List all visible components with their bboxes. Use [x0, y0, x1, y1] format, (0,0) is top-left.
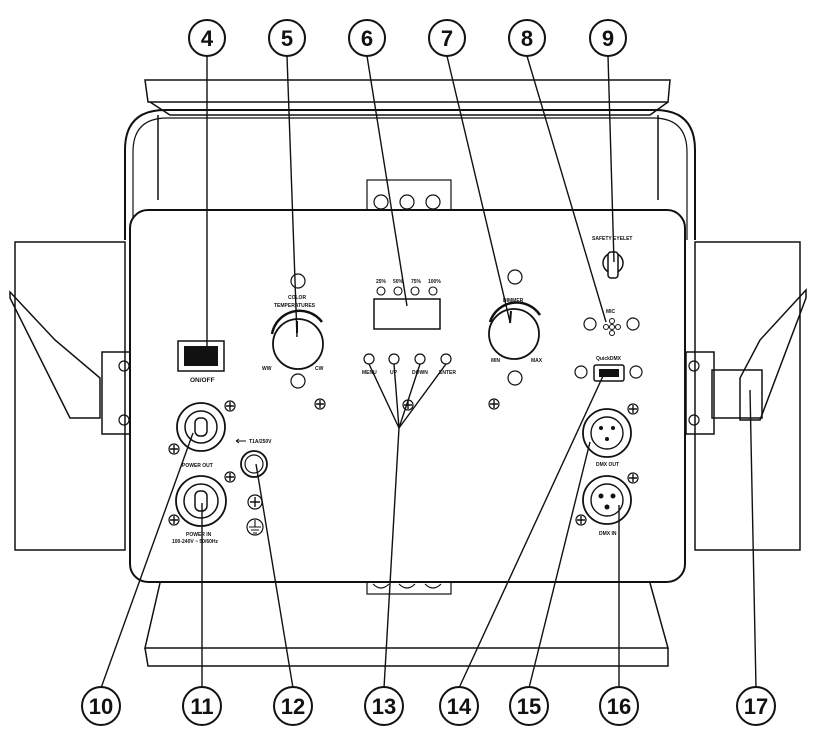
svg-text:12: 12 [281, 694, 305, 719]
onoff-label: ON/OFF [190, 377, 215, 384]
callout-6: 6 [348, 19, 386, 57]
led-50-label: 50% [393, 279, 404, 285]
ground-screw-icon [224, 471, 236, 483]
svg-text:13: 13 [372, 694, 396, 719]
led-25-label: 25% [376, 279, 387, 285]
screw-icon [626, 317, 640, 331]
display-screen [373, 298, 441, 330]
callout-7: 7 [428, 19, 466, 57]
ground-screw-icon [168, 443, 180, 455]
svg-text:7: 7 [441, 26, 453, 51]
safety-eyelet[interactable] [602, 251, 624, 279]
power-out-label: POWER OUT [182, 463, 213, 469]
power-in-connector[interactable] [175, 475, 227, 527]
screw-icon [507, 370, 523, 386]
svg-text:4: 4 [201, 26, 214, 51]
led-indicator [376, 286, 386, 296]
cw-label: CW [315, 366, 324, 372]
down-label: DOWN [412, 370, 428, 376]
callout-8: 8 [508, 19, 546, 57]
ground-screw-icon [627, 403, 639, 415]
screw-icon [290, 373, 306, 389]
top-clamp [366, 179, 452, 211]
power-in-label: POWER IN [186, 532, 212, 538]
ground-screw-icon [247, 494, 263, 510]
earth-ground-icon [246, 518, 264, 536]
max-label: MAX [531, 358, 543, 364]
dimmer-knob[interactable] [488, 301, 542, 360]
ww-label: WW [262, 366, 272, 372]
up-label: UP [390, 370, 398, 376]
dimmer-label: DIMMER [503, 298, 524, 304]
callout-14: 14 [439, 686, 479, 726]
callout-16: 16 [599, 686, 639, 726]
screw-icon [290, 273, 306, 289]
screw-icon [574, 365, 588, 379]
ground-screw-icon [627, 472, 639, 484]
dmx-in-connector[interactable] [582, 475, 632, 525]
color-temp-label-1: COLOR [288, 295, 306, 301]
safety-eyelet-label: SAFETY EYELET [592, 236, 632, 242]
dmx-out-label: DMX OUT [596, 462, 619, 468]
callout-4: 4 [188, 19, 226, 57]
screw-icon [583, 317, 597, 331]
callout-13: 13 [364, 686, 404, 726]
svg-text:8: 8 [521, 26, 533, 51]
left-barn-door [9, 241, 131, 551]
svg-text:14: 14 [447, 694, 472, 719]
ground-screw-icon [168, 514, 180, 526]
svg-text:17: 17 [744, 694, 768, 719]
callout-12: 12 [273, 686, 313, 726]
power-switch[interactable] [177, 340, 225, 372]
quickdmx-label: QuickDMX [596, 356, 622, 362]
dmx-in-label: DMX IN [599, 531, 617, 537]
svg-text:11: 11 [190, 694, 213, 719]
svg-text:6: 6 [361, 26, 373, 51]
dmx-out-connector[interactable] [582, 408, 632, 458]
led-indicator [393, 286, 403, 296]
callout-17: 17 [736, 686, 776, 726]
svg-text:15: 15 [517, 694, 541, 719]
svg-text:5: 5 [281, 26, 293, 51]
microphone [603, 318, 621, 336]
right-barn-door [685, 241, 807, 551]
ground-screw-icon [314, 398, 326, 410]
fuse-rating-label: T1A/250V [249, 439, 272, 445]
svg-text:10: 10 [89, 694, 113, 719]
led-indicator [410, 286, 420, 296]
led-100-label: 100% [428, 279, 441, 285]
svg-text:9: 9 [602, 26, 614, 51]
leader-lines [100, 55, 757, 689]
fuse-holder[interactable] [240, 450, 268, 478]
menu-label: MENU [362, 370, 377, 376]
callout-9: 9 [589, 19, 627, 57]
ground-screw-icon [575, 514, 587, 526]
led-indicator [428, 286, 438, 296]
enter-label: ENTER [439, 370, 456, 376]
top-barn-door [144, 79, 671, 200]
screw-icon [507, 269, 523, 285]
fuse-arrow-icon [235, 438, 246, 444]
yoke-bracket [124, 109, 696, 240]
bottom-barn-door [144, 579, 669, 667]
power-in-spec: 100-240V ~ 50/60Hz [172, 539, 219, 545]
color-temp-label-2: TEMPERATURES [274, 303, 316, 309]
callout-11: 11 [182, 686, 222, 726]
power-out-connector[interactable] [176, 402, 226, 452]
led-75-label: 75% [411, 279, 422, 285]
mic-label: MIC [606, 309, 616, 315]
ground-screw-icon [224, 400, 236, 412]
quickdmx-usb-port[interactable] [593, 364, 625, 382]
callout-15: 15 [509, 686, 549, 726]
callout-10: 10 [81, 686, 121, 726]
min-label: MIN [491, 358, 501, 364]
screw-icon [629, 365, 643, 379]
ground-screw-icon [488, 398, 500, 410]
svg-text:16: 16 [607, 694, 631, 719]
callout-5: 5 [268, 19, 306, 57]
rear-panel [129, 209, 686, 583]
